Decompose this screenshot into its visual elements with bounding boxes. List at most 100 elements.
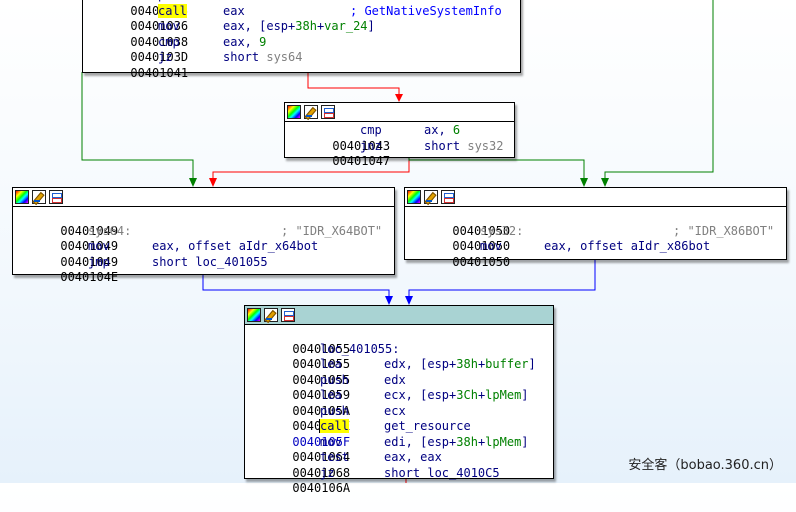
comment: ; "IDR_X64BOT": [281, 223, 383, 238]
number: 6: [452, 123, 461, 137]
address: 0040103D: [130, 50, 189, 64]
mnemonic: cmp: [158, 34, 180, 49]
comment: ; GetNativeSystemInfo: [350, 3, 502, 18]
color-icon[interactable]: [407, 190, 421, 204]
edge-mid-to-sys64: [212, 157, 410, 178]
group-icon[interactable]: [441, 190, 455, 204]
label: loc_401055:: [320, 341, 400, 356]
variable: lpMem: [485, 434, 522, 449]
address: 00401055: [292, 341, 351, 356]
mnemonic: jz: [158, 50, 173, 64]
node-header: [405, 188, 786, 207]
jump-target[interactable]: sys32: [467, 138, 504, 153]
edge-top-right-to-sys32: [604, 0, 714, 178]
operands: get_resource: [384, 419, 471, 433]
watermark: 安全客（bobao.360.cn）: [628, 458, 782, 473]
mnemonic: jz: [320, 465, 335, 480]
jump-target[interactable]: sys64: [266, 50, 303, 64]
address: 00401043: [332, 138, 391, 153]
mnemonic: mov: [158, 19, 180, 33]
operands: eax, offset aIdr_x86bot: [544, 239, 711, 253]
node-header: [285, 103, 514, 122]
variable: buffer: [485, 357, 529, 371]
address: 00401049: [60, 223, 119, 238]
rename-icon[interactable]: [264, 308, 278, 322]
operands: edx: [384, 372, 406, 387]
address: 0040106A: [292, 481, 351, 495]
address: 00401059: [292, 388, 351, 402]
edge-top-to-sys64: [81, 72, 194, 178]
code-line[interactable]: 00401050: [409, 208, 782, 238]
rename-icon[interactable]: [424, 190, 438, 204]
rename-icon[interactable]: [32, 190, 46, 204]
code-line[interactable]: 0040105Epushecx: [249, 403, 549, 434]
number: 38h: [456, 357, 478, 371]
rename-icon[interactable]: [304, 105, 318, 119]
address: 00401068: [292, 465, 351, 480]
mnemonic-highlighted: call: [319, 419, 349, 433]
address: 00401050: [452, 254, 511, 269]
operand-part: +: [316, 19, 325, 33]
code-line[interactable]: 00401055: [249, 326, 549, 356]
code-line[interactable]: 00401049: [17, 208, 390, 238]
label: sys64:: [88, 223, 132, 238]
node-header: [13, 188, 394, 207]
operand-part: ]: [528, 357, 536, 371]
address: 00401055: [292, 372, 351, 387]
mnemonic: jnz: [360, 138, 382, 153]
group-icon[interactable]: [321, 105, 335, 119]
node-header: [245, 306, 553, 325]
mnemonic: mov: [480, 239, 502, 253]
operands: short loc_401055: [152, 254, 268, 269]
address: 00401050: [452, 239, 511, 253]
color-icon[interactable]: [247, 308, 261, 322]
operand-part: ecx, [esp+: [384, 388, 457, 402]
color-icon[interactable]: [287, 105, 301, 119]
address: 00401049: [60, 254, 119, 269]
group-icon[interactable]: [49, 190, 63, 204]
mnemonic: push: [320, 403, 349, 418]
variable: var_24: [324, 19, 368, 33]
operand-part: eax,: [223, 34, 260, 49]
operand-part: short: [424, 138, 468, 153]
number: 38h: [295, 19, 317, 33]
group-icon[interactable]: [281, 308, 295, 322]
variable: lpMem: [485, 388, 522, 402]
address: 0040105F: [292, 434, 351, 449]
mnemonic: jmp: [88, 254, 110, 269]
comment: ; "IDR_X86BOT": [673, 223, 775, 238]
address: 0040104E: [60, 270, 119, 284]
address: 0040105A: [292, 403, 351, 418]
operand-part: short: [223, 50, 267, 64]
operands: eax, eax: [384, 450, 442, 464]
mnemonic: push: [320, 372, 349, 387]
mnemonic: mov: [320, 434, 342, 449]
color-icon[interactable]: [15, 190, 29, 204]
